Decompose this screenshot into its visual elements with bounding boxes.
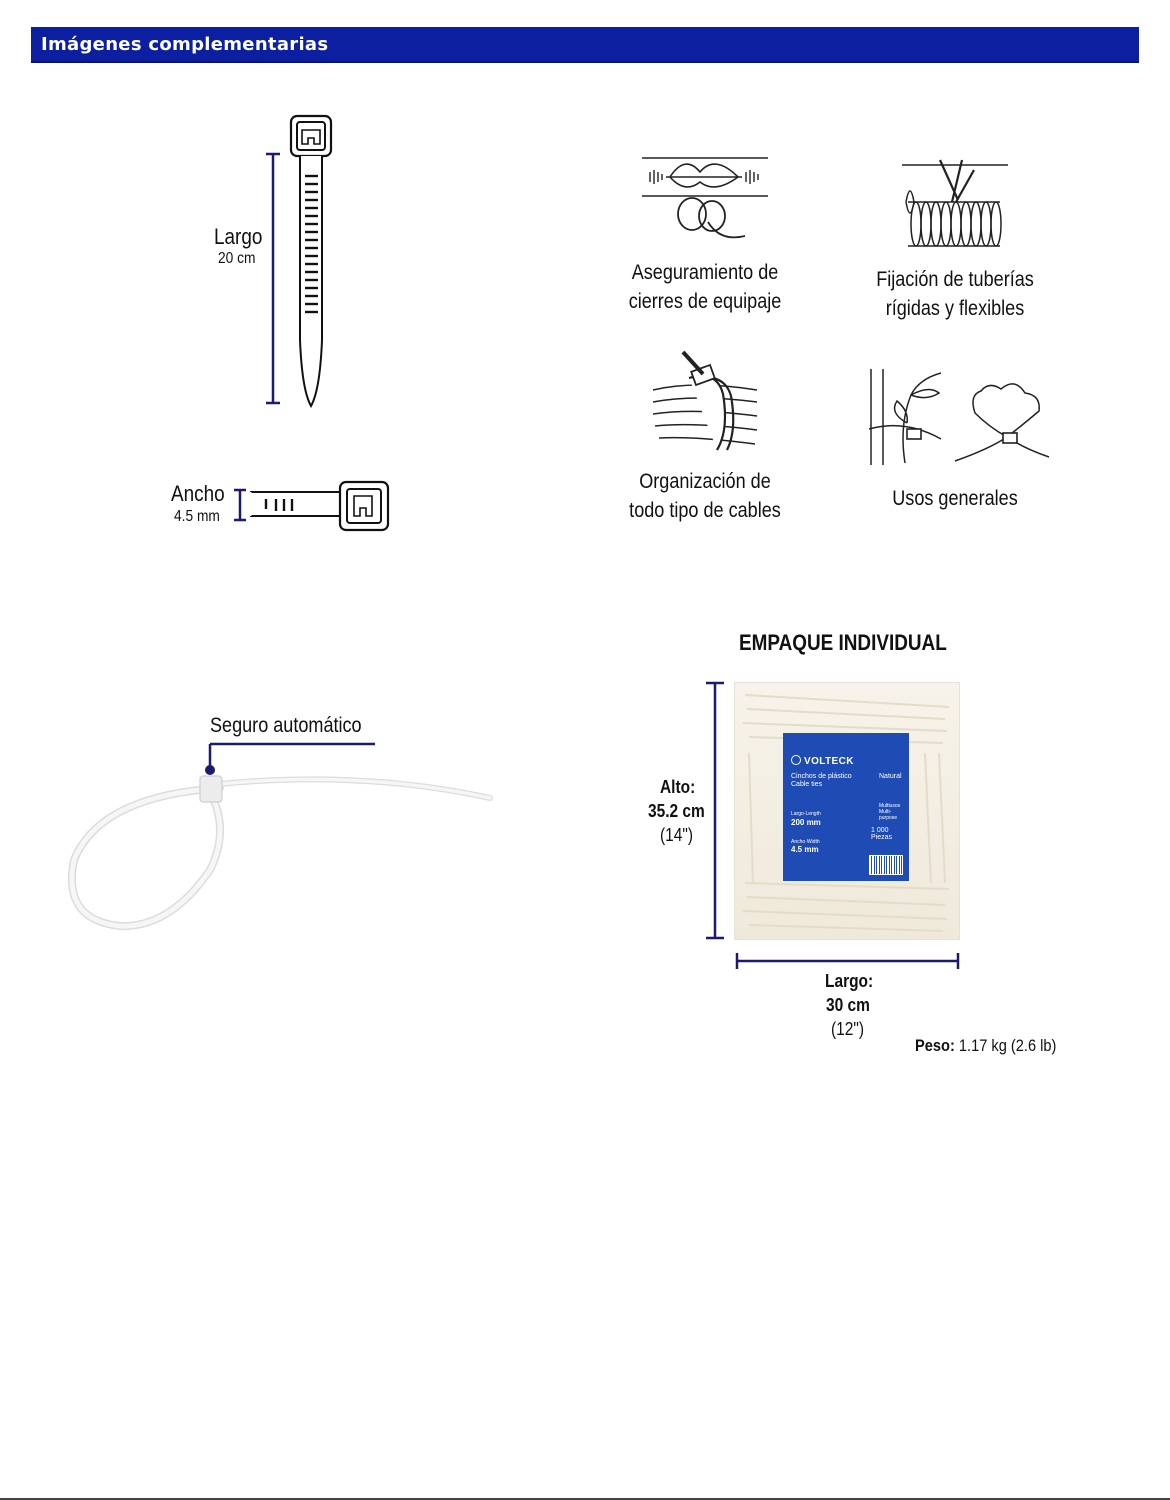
use-luggage-line1: Aseguramiento de	[631, 261, 779, 284]
bag-ties-texture	[742, 694, 950, 932]
section-header-bar: Imágenes complementarias	[31, 27, 1139, 63]
use-pipes: Fijación de tuberías rígidas y flexibles	[835, 265, 1075, 323]
package-height-value: 35.2 cm	[648, 801, 705, 821]
volteck-logo-icon	[791, 755, 801, 765]
package-height-label: Alto:	[660, 777, 696, 797]
pipe-fixing-icon	[902, 159, 1008, 247]
use-general-line1: Usos generales	[892, 487, 1018, 510]
bag-label: VOLTECK Natural Cinchos de plástico Cabl…	[783, 733, 909, 881]
tie-length-value: 20 cm	[218, 250, 256, 267]
bag-brand: VOLTECK	[791, 755, 854, 767]
bag-use-en: Multi-purpose	[879, 809, 898, 821]
general-use-icon	[868, 369, 1050, 465]
use-cables: Organización de todo tipo de cables	[585, 467, 825, 525]
package-length-dimension	[735, 953, 960, 969]
use-general: Usos generales	[835, 484, 1075, 513]
use-luggage: Aseguramiento de cierres de equipaje	[585, 258, 825, 316]
bag-product-es: Cinchos de plástico	[791, 773, 852, 780]
cable-tie-vertical-icon	[266, 114, 333, 409]
footer-rule	[0, 1498, 1170, 1500]
bag-length-value: 200 mm	[791, 818, 821, 827]
package-weight-label: Peso:	[915, 1036, 955, 1055]
cable-tie-horizontal-icon	[234, 480, 390, 532]
package-height-dimension	[706, 681, 724, 940]
bag-color: Natural	[879, 773, 902, 780]
package-weight-value: 1.17 kg (2.6 lb)	[958, 1036, 1057, 1055]
cable-tie-loop-icon	[67, 742, 493, 931]
bag-qty: 1 000 Piezas	[871, 827, 893, 841]
tie-width-label: Ancho	[171, 481, 225, 506]
use-pipes-line1: Fijación de tuberías	[876, 268, 1034, 291]
tie-width-value: 4.5 mm	[174, 508, 220, 525]
package-length-inches: (12")	[831, 1019, 865, 1039]
bag-width-value: 4.5 mm	[791, 845, 819, 854]
package-height-inches: (14")	[660, 825, 694, 845]
use-luggage-line2: cierres de equipaje	[628, 290, 782, 313]
auto-lock-label: Seguro automático	[210, 714, 362, 737]
package-length-value: 30 cm	[826, 995, 870, 1015]
bag-length-caption: Largo·Length	[791, 811, 821, 817]
use-pipes-line2: rígidas y flexibles	[885, 297, 1025, 320]
use-cables-line2: todo tipo de cables	[629, 499, 781, 522]
use-cables-line1: Organización de	[639, 470, 771, 493]
package-title: EMPAQUE INDIVIDUAL	[739, 630, 947, 655]
bag-product-en: Cable ties	[791, 781, 823, 788]
package-weight: Peso: 1.17 kg (2.6 lb)	[915, 1036, 1056, 1056]
package-bag: VOLTECK Natural Cinchos de plástico Cabl…	[734, 682, 960, 940]
bag-use-es: Multiusos	[879, 803, 901, 809]
section-title: Imágenes complementarias	[41, 34, 329, 55]
tie-length-label: Largo	[214, 224, 263, 249]
bag-brand-text: VOLTECK	[804, 756, 854, 767]
bag-barcode-icon	[869, 855, 903, 875]
bag-width-caption: Ancho·Width	[791, 839, 820, 845]
cable-bundle-icon	[652, 350, 758, 451]
luggage-zipper-icon	[642, 157, 768, 239]
package-length-label: Largo:	[825, 971, 874, 991]
